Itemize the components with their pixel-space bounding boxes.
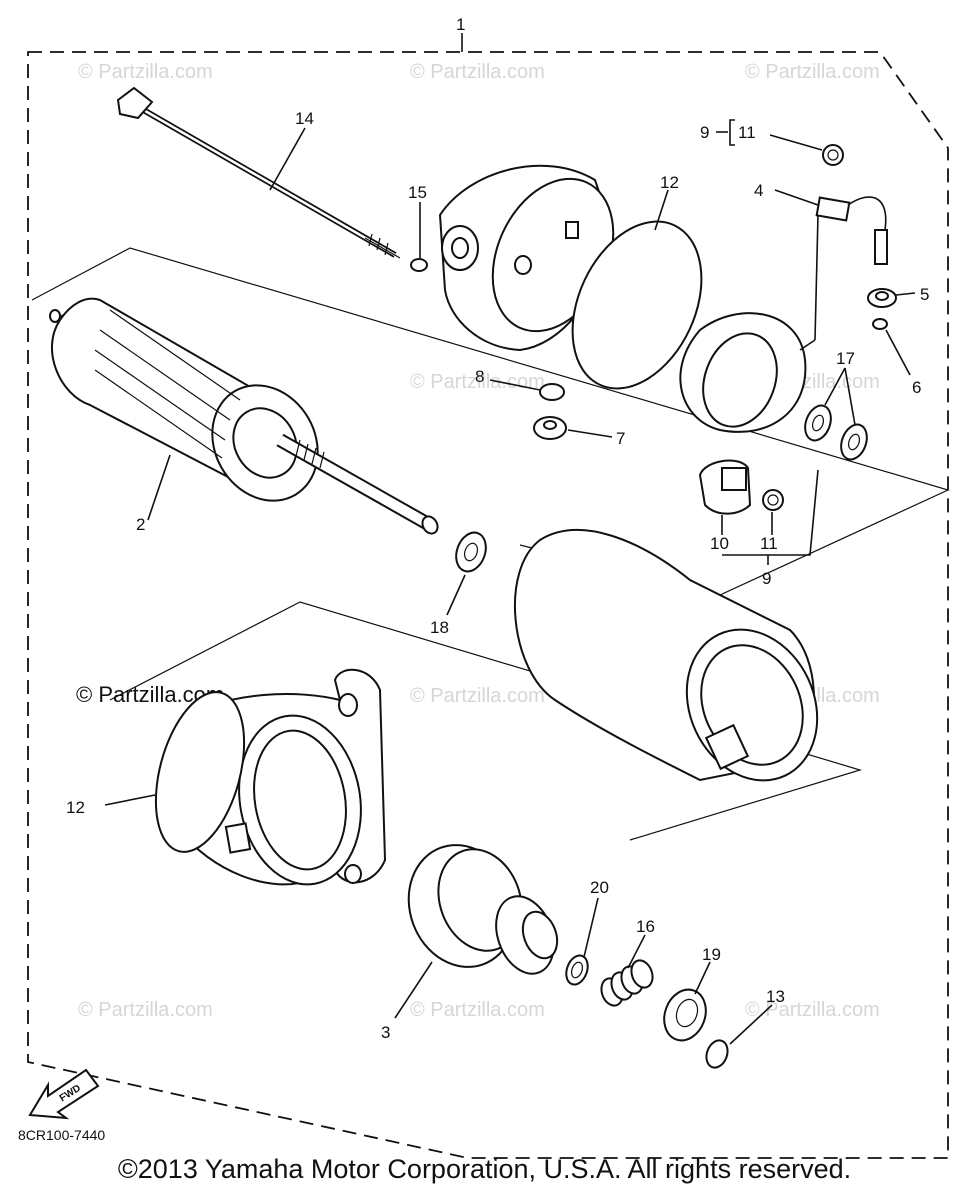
callout-12-left: 12 — [66, 798, 85, 817]
bracket-9-11 — [729, 119, 735, 146]
callout-10: 10 — [710, 534, 729, 553]
assembly-boundary — [27, 51, 949, 1159]
leader-11-top — [769, 134, 823, 151]
watermark: © Partzilla.com — [745, 61, 880, 83]
callout-7: 7 — [616, 429, 625, 448]
pinion-clutch-3 — [407, 844, 559, 975]
callout-15: 15 — [408, 183, 427, 202]
callout-1: 1 — [456, 15, 465, 34]
o-ring-12 — [571, 220, 703, 390]
leader-13 — [729, 1004, 773, 1045]
nut-7 — [533, 416, 567, 440]
leader-7 — [567, 429, 613, 438]
o-ring-6 — [872, 318, 888, 330]
watermark: © Partzilla.com — [745, 999, 880, 1021]
watermark: © Partzilla.com — [410, 61, 545, 83]
yoke-housing — [514, 529, 819, 782]
diagram-code: 8CR100-7440 — [18, 1127, 105, 1143]
washer-18 — [455, 531, 487, 573]
brush-plate — [679, 312, 807, 433]
callout-13: 13 — [766, 987, 785, 1006]
watermark: © Partzilla.com — [410, 999, 545, 1021]
callout-3: 3 — [381, 1023, 390, 1042]
washers-17 — [804, 404, 868, 461]
bracket-9-bottom — [722, 469, 819, 556]
callout-4: 4 — [754, 181, 763, 200]
callout-5: 5 — [920, 285, 929, 304]
o-ring-15 — [410, 258, 428, 272]
callout-17: 17 — [836, 349, 855, 368]
brush-holder-10 — [698, 459, 752, 515]
callout-11-bottom: 11 — [760, 534, 778, 553]
callout-8: 8 — [475, 367, 484, 386]
leader-4 — [774, 189, 819, 206]
callout-12-top: 12 — [660, 173, 679, 192]
long-bolt — [116, 86, 401, 259]
clip-20 — [565, 954, 589, 986]
callout-20: 20 — [590, 878, 609, 897]
leader-6 — [885, 329, 911, 376]
fwd-arrow-icon: FWD — [28, 1068, 100, 1120]
watermark: © Partzilla.com — [410, 371, 545, 393]
callout-9-top: 9 — [700, 123, 709, 142]
watermark: © Partzilla.com — [78, 61, 213, 83]
watermark: © Partzilla.com — [410, 685, 545, 707]
spring-11-top — [822, 144, 844, 166]
callout-14: 14 — [295, 109, 314, 128]
washer-8 — [539, 383, 565, 401]
brush-lead-4 — [799, 196, 888, 351]
armature-2 — [49, 297, 439, 535]
leader-16 — [627, 934, 646, 969]
copyright-notice: ©2013 Yamaha Motor Corporation, U.S.A. A… — [117, 1154, 852, 1184]
callout-19: 19 — [702, 945, 721, 964]
leader-2 — [147, 454, 171, 521]
spring-16 — [600, 959, 654, 1007]
leader-14 — [269, 127, 306, 191]
callout-11-top: 11 — [738, 123, 756, 142]
circlip-13 — [705, 1039, 729, 1069]
callout-16: 16 — [636, 917, 655, 936]
leader-5 — [895, 292, 916, 296]
leader-8 — [489, 379, 541, 391]
callout-6: 6 — [912, 378, 921, 397]
collar-19 — [663, 988, 707, 1042]
callouts: 1 2 3 4 5 6 7 8 9 11 9 10 11 12 12 13 14… — [66, 15, 929, 1042]
leader-20 — [583, 897, 599, 958]
grommet-5 — [867, 288, 897, 308]
callout-2: 2 — [136, 515, 145, 534]
callout-18: 18 — [430, 618, 449, 637]
leader-12-left — [104, 794, 156, 806]
leader-18 — [446, 574, 466, 616]
callout-9-bottom: 9 — [762, 569, 771, 588]
leader-17b — [844, 367, 856, 426]
o-ring-12-lower — [154, 691, 246, 853]
leader-17a — [824, 367, 846, 406]
leader-19 — [694, 961, 711, 995]
spring-11-bottom — [762, 489, 784, 511]
leader-12-top — [654, 189, 669, 231]
leader-3 — [394, 961, 433, 1019]
watermark: © Partzilla.com — [78, 999, 213, 1021]
